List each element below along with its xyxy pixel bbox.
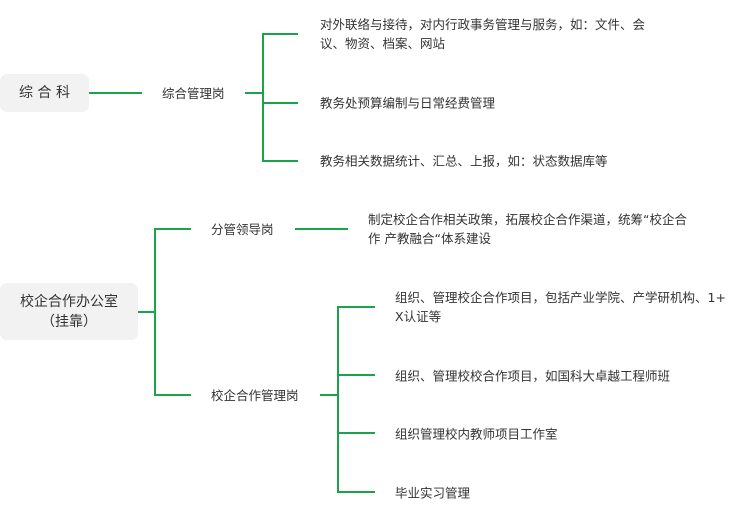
duty-text-line: 作 产教融合“体系建设 (368, 231, 491, 246)
duty-node[interactable]: 教务相关数据统计、汇总、上报，如：状态数据库等 (320, 152, 608, 171)
bracket-general-duties (262, 33, 298, 162)
duty-node[interactable]: 制定校企合作相关政策，拓展校企合作渠道，统筹“校企合 作 产教融合“体系建设 (368, 210, 687, 248)
position-node-cooperation-management[interactable]: 校企合作管理岗 (211, 388, 299, 403)
duty-node[interactable]: 毕业实习管理 (395, 484, 470, 503)
duty-text-line: 议、物资、档案、网站 (320, 36, 446, 51)
root-label: 校企合作办公室 (20, 293, 118, 310)
root-node-general-section[interactable]: 综 合 科 (0, 74, 89, 112)
duty-text-line: 制定校企合作相关政策，拓展校企合作渠道，统筹“校企合 (368, 212, 687, 227)
duty-text-line: 教务相关数据统计、汇总、上报，如：状态数据库等 (320, 153, 608, 169)
root-sublabel: （挂靠） (41, 313, 97, 330)
duty-text-line: 对外联络与接待，对内行政事务管理与服务，如：文件、会 (320, 17, 646, 32)
bracket-office-positions (154, 228, 191, 396)
bracket-manager-duties (337, 306, 375, 493)
position-node-leader[interactable]: 分管领导岗 (211, 222, 274, 237)
duty-text-line: 组织、管理校企合作项目，包括产业学院、产学研机构、1+ (395, 290, 726, 305)
position-node-general-management[interactable]: 综合管理岗 (162, 86, 225, 101)
duty-text-line: 组织、管理校校合作项目，如国科大卓越工程师班 (395, 368, 671, 384)
duty-text-line: 教务处预算编制与日常经费管理 (320, 95, 496, 111)
root-node-school-enterprise-office[interactable]: 校企合作办公室 （挂靠） (0, 283, 138, 340)
duty-text-line: 毕业实习管理 (395, 485, 471, 501)
root-label: 综 合 科 (19, 85, 70, 101)
duty-text-line: X认证等 (395, 309, 442, 324)
duty-text-line: 组织管理校内教师项目工作室 (395, 426, 558, 442)
duty-node[interactable]: 组织管理校内教师项目工作室 (395, 425, 558, 444)
duty-node[interactable]: 组织、管理校企合作项目，包括产业学院、产学研机构、1+ X认证等 (395, 288, 726, 326)
duty-node[interactable]: 组织、管理校校合作项目，如国科大卓越工程师班 (395, 367, 670, 386)
duty-node[interactable]: 对外联络与接待，对内行政事务管理与服务，如：文件、会 议、物资、档案、网站 (320, 15, 645, 53)
duty-node[interactable]: 教务处预算编制与日常经费管理 (320, 94, 495, 113)
